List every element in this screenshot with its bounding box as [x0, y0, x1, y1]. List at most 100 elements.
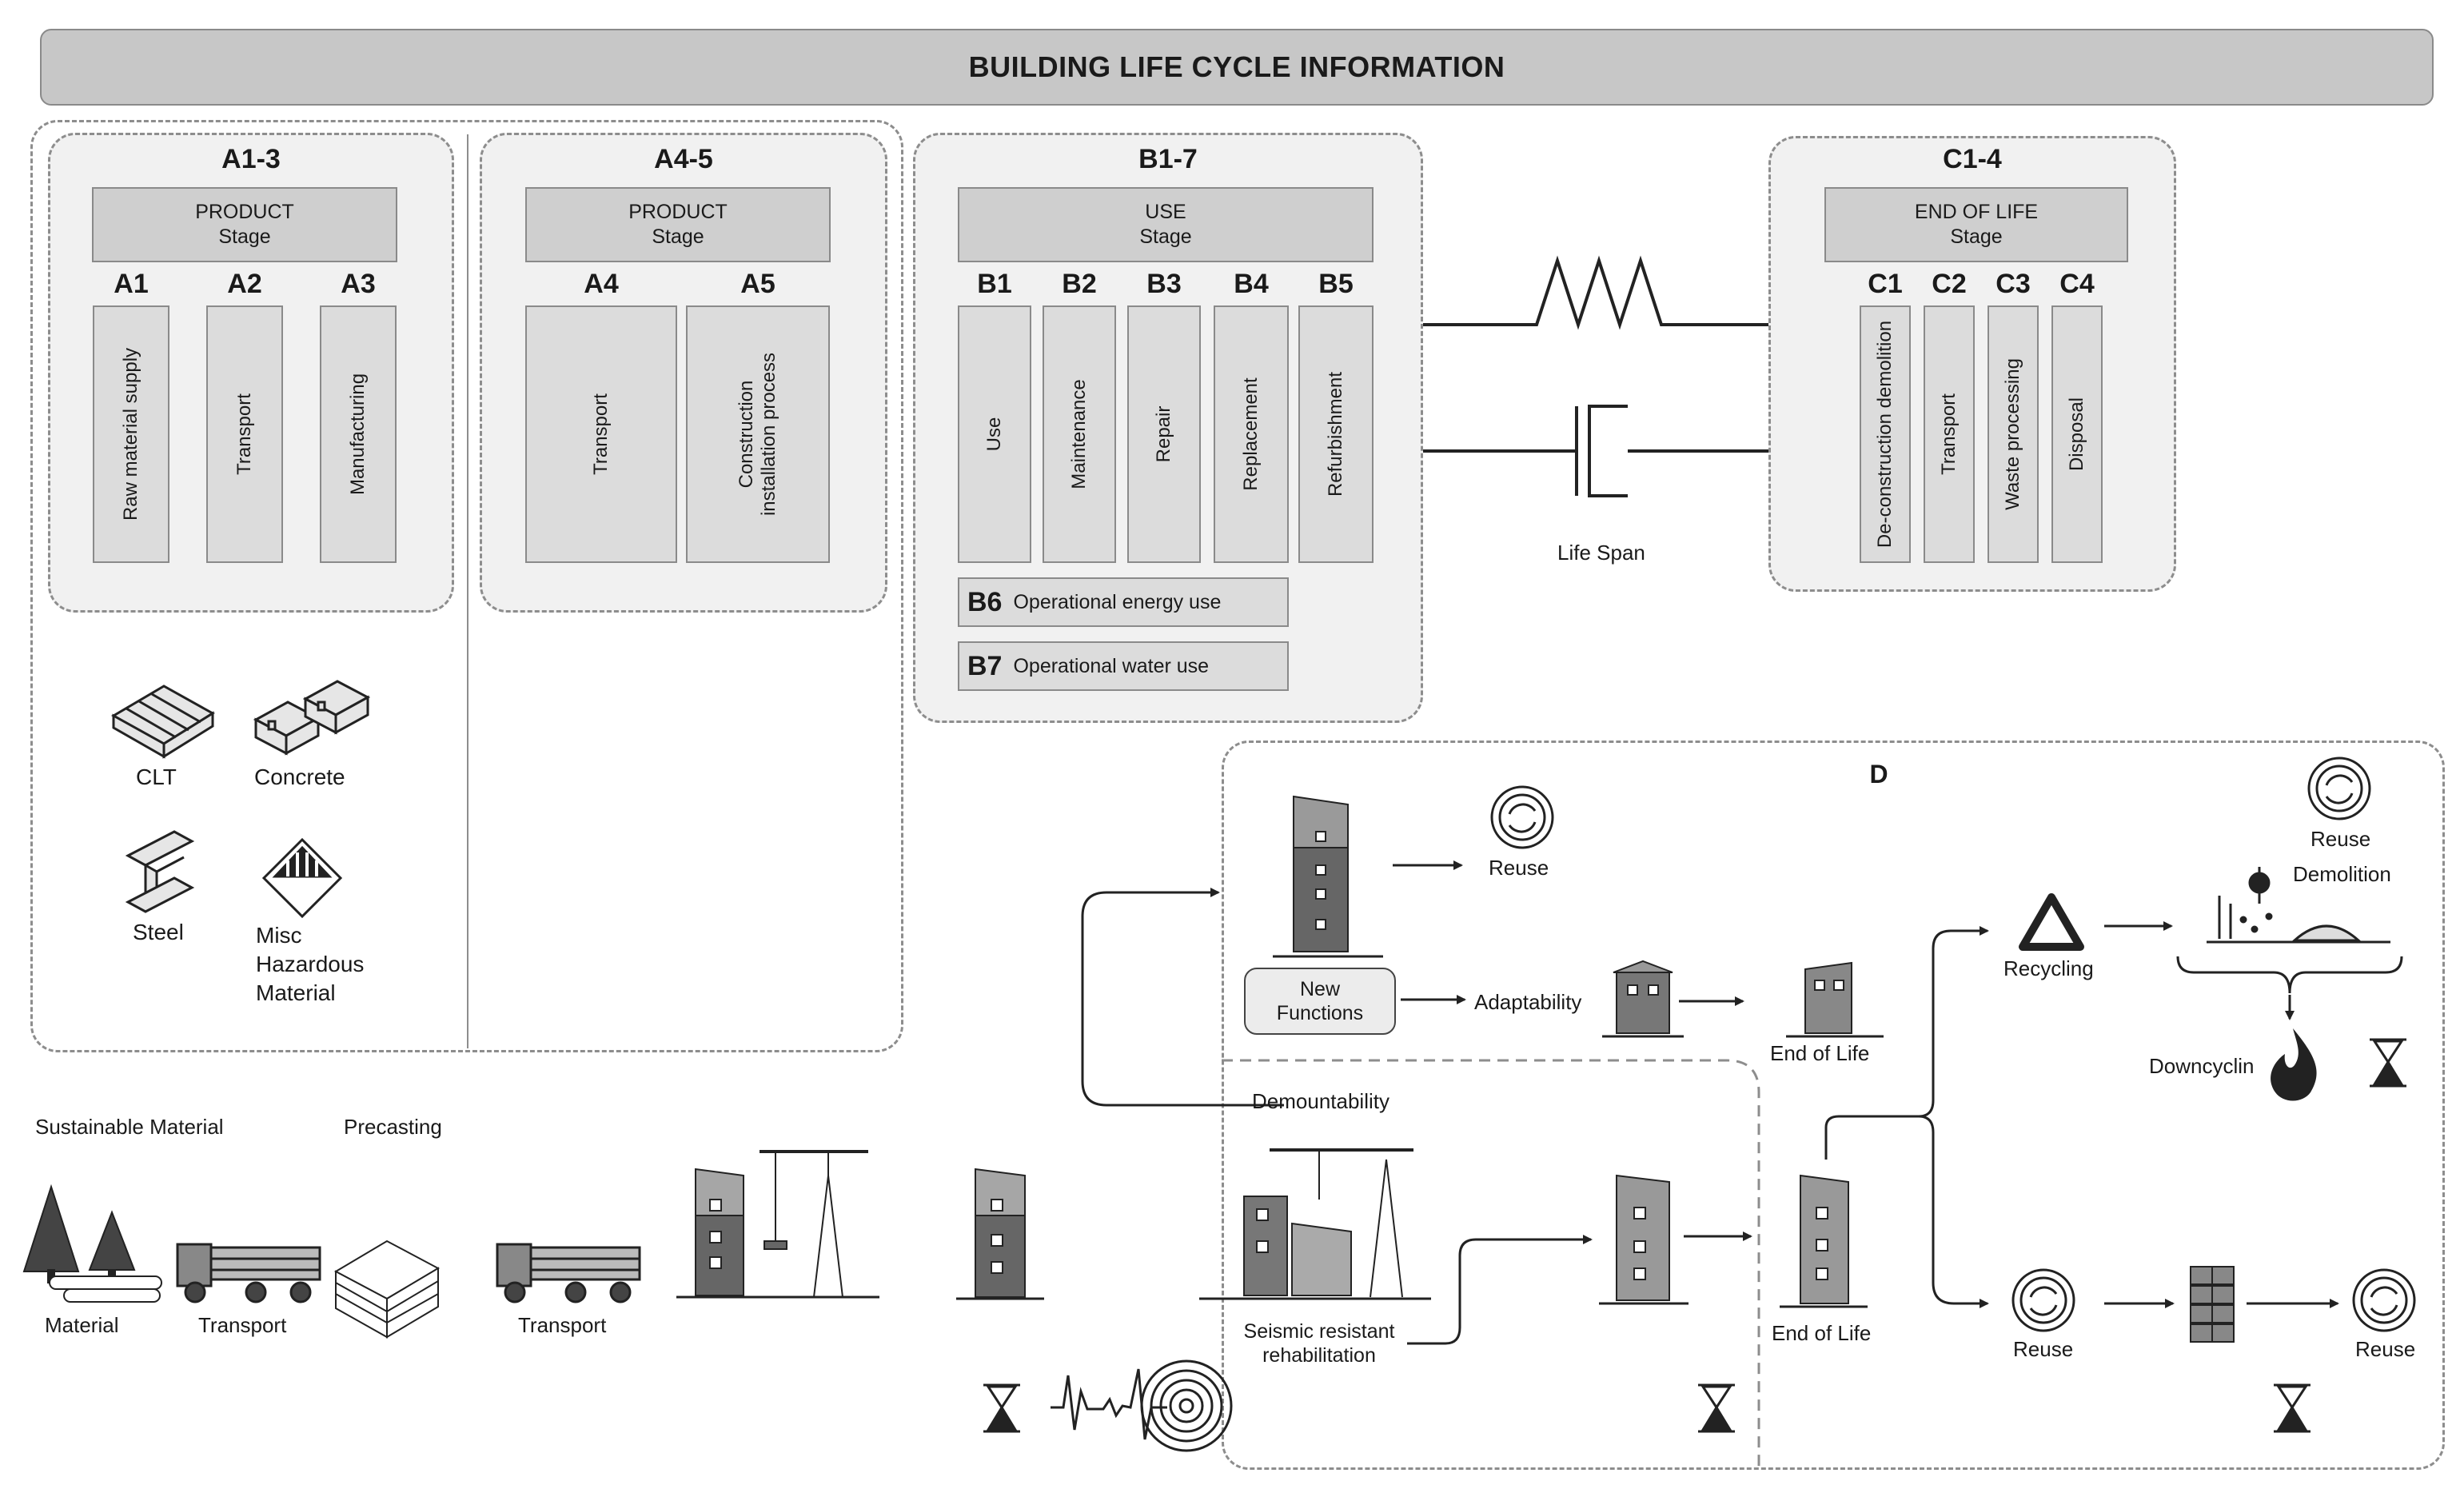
construction-stage-code: A4-5 — [654, 144, 713, 174]
misc-line-3: Material — [256, 980, 336, 1005]
concrete-icon — [253, 680, 371, 756]
end-of-life-building-icon — [1780, 1174, 1868, 1308]
module-code-c4: C4 — [2059, 269, 2095, 299]
stacked-modules-icon — [2190, 1266, 2235, 1343]
transport-label-2: Transport — [518, 1313, 607, 1337]
end-of-life-label-top: End of Life — [1770, 1041, 1870, 1065]
page-title: BUILDING LIFE CYCLE INFORMATION — [40, 29, 2434, 106]
building-icon — [956, 1168, 1044, 1300]
clt-label: CLT — [136, 764, 177, 789]
module-code-a1: A1 — [114, 269, 149, 299]
module-code-c1: C1 — [1868, 269, 1903, 299]
module-a5: Construction installation process — [686, 305, 830, 563]
module-c4: Disposal — [2051, 305, 2103, 563]
module-code-b1: B1 — [977, 269, 1012, 299]
branch-down — [1918, 1115, 1989, 1308]
misc-line-2: Hazardous — [256, 952, 365, 976]
module-b6-label: Operational energy use — [1013, 590, 1222, 613]
module-code-b2: B2 — [1062, 269, 1097, 299]
hourglass-icon-1 — [983, 1383, 1020, 1433]
adapted-building-icon — [1602, 960, 1684, 1038]
module-code-b4: B4 — [1234, 269, 1269, 299]
module-code-a4: A4 — [584, 269, 619, 299]
reuse-icon-top — [1490, 785, 1554, 849]
module-a2: Transport — [206, 305, 283, 563]
module-code-c2: C2 — [1932, 269, 1967, 299]
earthquake-rings-icon — [1140, 1359, 1233, 1452]
module-code-b6: B6 — [967, 586, 1003, 617]
dashpot-symbol — [1423, 405, 1768, 497]
module-code-c3: C3 — [1996, 269, 2031, 299]
downcycling-label: Downcyclin — [2149, 1054, 2255, 1078]
branch-connector — [1824, 1115, 1919, 1160]
module-code-b5: B5 — [1318, 269, 1354, 299]
tree-icon — [22, 1184, 162, 1303]
module-code-a5: A5 — [740, 269, 775, 299]
transport-label-1: Transport — [198, 1313, 287, 1337]
stage-subtitle: Stage — [652, 226, 704, 248]
modular-building-icon — [1273, 795, 1383, 958]
end-of-life-label-bottom: End of Life — [1772, 1321, 1872, 1345]
recycling-label: Recycling — [2003, 956, 2094, 980]
construction-stage-bar: PRODUCT Stage — [525, 187, 831, 262]
module-code-a3: A3 — [341, 269, 376, 299]
module-b7-label: Operational water use — [1013, 654, 1210, 677]
stage-subtitle: Stage — [218, 226, 271, 248]
demolition-icon — [2207, 867, 2390, 944]
seismic-connector — [1407, 1235, 1593, 1345]
precast-panels-icon — [333, 1240, 441, 1339]
module-b1: Use — [958, 305, 1031, 563]
product-stage-bar: PRODUCT Stage — [92, 187, 397, 262]
end-of-life-stage-code: C1-4 — [1943, 144, 2002, 174]
hourglass-icon-4 — [2370, 1038, 2406, 1088]
module-d-code: D — [1869, 760, 1888, 788]
use-stage-bar: USE Stage — [958, 187, 1374, 262]
damaged-building-icon — [1786, 961, 1884, 1038]
steel-icon — [125, 830, 195, 913]
module-a1: Raw material supply — [93, 305, 169, 563]
hourglass-icon-2 — [1698, 1383, 1735, 1433]
flame-icon — [2271, 1028, 2317, 1101]
stage-subtitle: Stage — [1950, 226, 2003, 248]
material-label: Material — [45, 1313, 119, 1337]
stage-title: END OF LIFE — [1914, 201, 2039, 223]
module-code-b7: B7 — [967, 650, 1003, 681]
spring-symbol — [1423, 255, 1768, 330]
seismic-line-2: rehabilitation — [1262, 1344, 1376, 1367]
adaptability-label: Adaptability — [1474, 990, 1582, 1014]
hazard-icon — [261, 837, 343, 919]
module-code-a2: A2 — [227, 269, 262, 299]
module-b4: Replacement — [1214, 305, 1289, 563]
retrofit-building-icon — [1199, 1148, 1431, 1300]
reuse-icon-bottom-left — [2011, 1268, 2075, 1332]
truck-icon — [176, 1243, 321, 1303]
module-b2: Maintenance — [1043, 305, 1116, 563]
new-functions-line-2: Functions — [1276, 1002, 1364, 1024]
recycling-icon — [2019, 893, 2084, 951]
module-d-inner-divider — [1222, 1059, 1760, 1470]
module-code-b3: B3 — [1146, 269, 1182, 299]
rehabilitated-building-icon — [1599, 1174, 1689, 1305]
product-construction-frame — [30, 120, 903, 1052]
module-a3: Manufacturing — [320, 305, 397, 563]
stage-title: PRODUCT — [195, 201, 294, 223]
life-span-label: Life Span — [1557, 541, 1645, 565]
misc-hazardous-label: Misc Hazardous Material — [256, 921, 364, 1008]
end-of-life-stage-bar: END OF LIFE Stage — [1824, 187, 2128, 262]
steel-label: Steel — [133, 920, 184, 944]
truck-icon-2 — [496, 1243, 641, 1303]
demolition-brace — [2176, 956, 2403, 994]
module-a4: Transport — [525, 305, 677, 563]
frame-divider — [467, 134, 468, 1048]
branch-up — [1918, 926, 1989, 1118]
module-c2: Transport — [1924, 305, 1975, 563]
module-c1: De-construction demolition — [1860, 305, 1911, 563]
stage-title: PRODUCT — [628, 201, 728, 223]
demountability-label: Demountability — [1252, 1089, 1389, 1113]
hourglass-icon-3 — [2274, 1383, 2310, 1433]
demountability-connector — [1081, 888, 1284, 1107]
seismic-rehab-label: Seismic resistant rehabilitation — [1231, 1319, 1407, 1367]
module-b3: Repair — [1127, 305, 1201, 563]
